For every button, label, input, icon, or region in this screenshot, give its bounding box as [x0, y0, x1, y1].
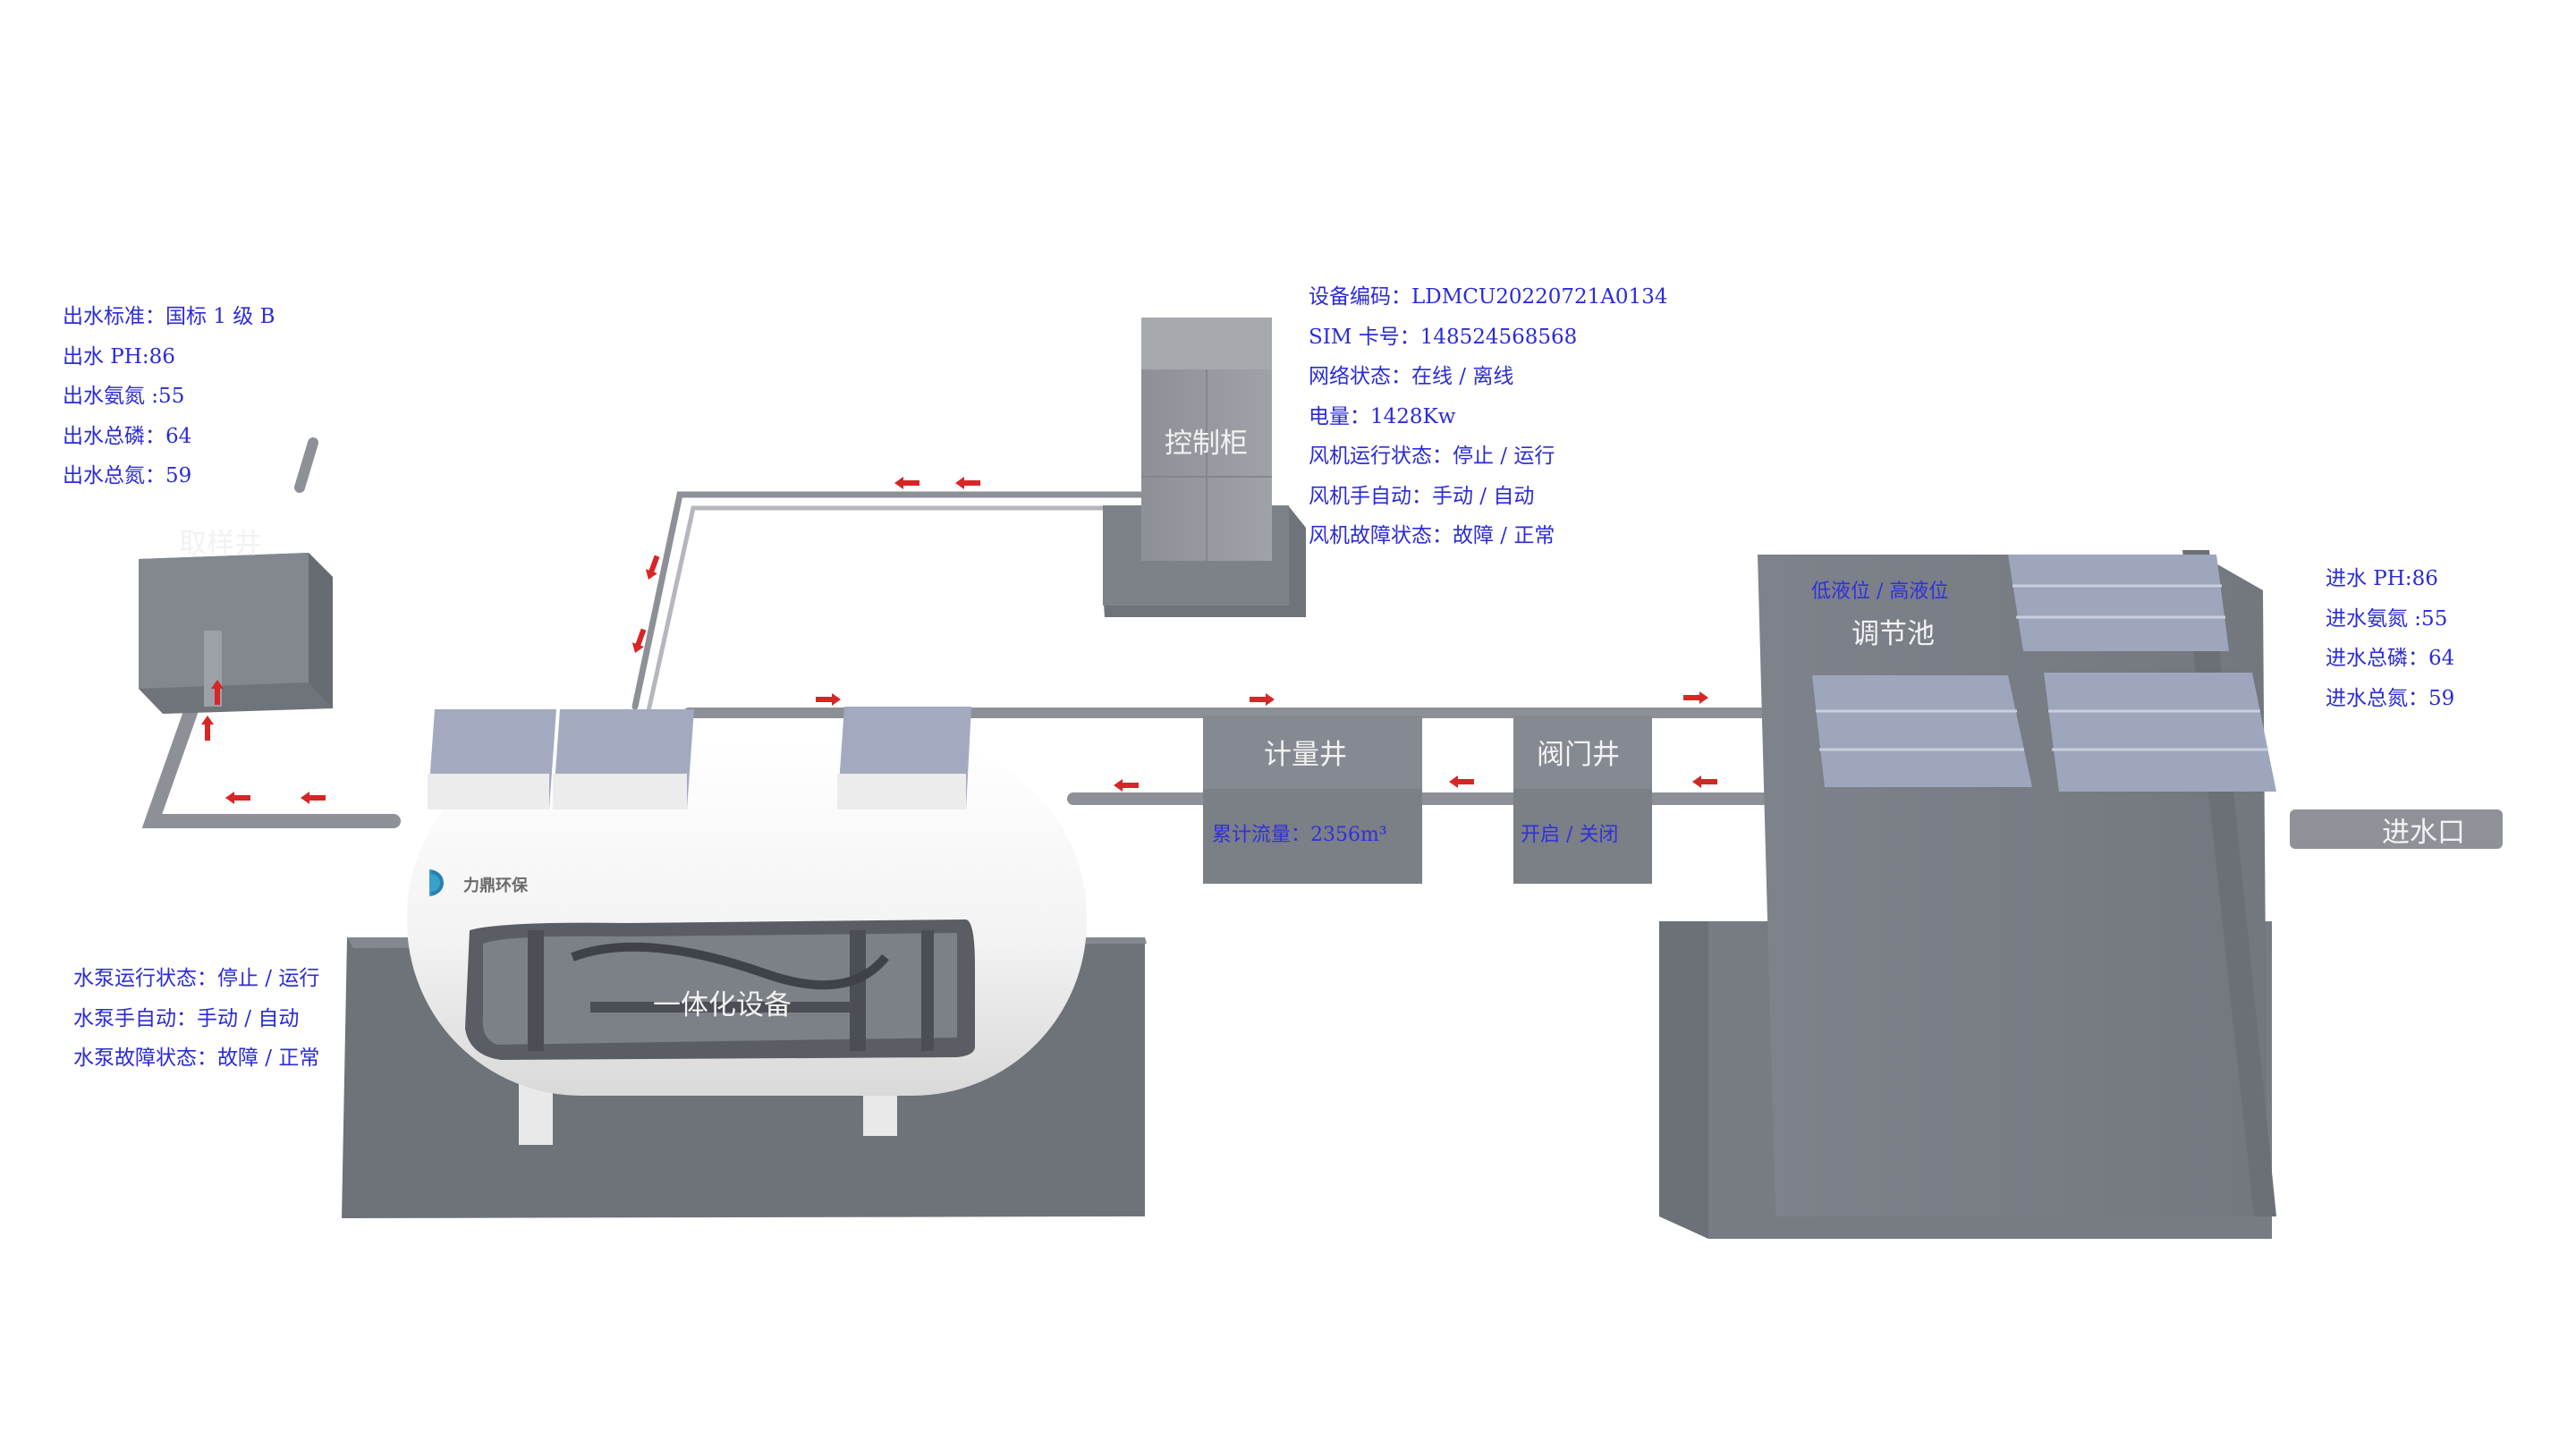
- valve-well[interactable]: [1513, 716, 1652, 884]
- control-pipe-lower: [646, 505, 1157, 714]
- cabinet-info-line: 风机运行状态：停止 / 运行: [1309, 445, 1555, 468]
- sampling-well-label: 取样井: [179, 528, 262, 560]
- control-cabinet[interactable]: [1103, 318, 1306, 617]
- flow-arrow: [816, 693, 841, 706]
- vent-pipe: [294, 437, 318, 493]
- valve-state-value: 开启 / 关闭: [1521, 824, 1619, 846]
- integrated-equipment[interactable]: [342, 707, 1147, 1218]
- cabinet-info-line: 风机手自动：手动 / 自动: [1309, 484, 1535, 508]
- flow-arrow: [1250, 693, 1275, 706]
- outlet-info-line: 出水总磷：64: [63, 424, 192, 448]
- water-inlet-label: 进水口: [2382, 817, 2465, 849]
- outlet-info-line: 出水标准：国标 1 级 B: [63, 305, 275, 328]
- inlet-info-line: 进水 PH:86: [2326, 567, 2438, 590]
- pump-status-panel: 水泵运行状态：停止 / 运行 水泵手自动：手动 / 自动 水泵故障状态：故障 /…: [73, 959, 319, 1079]
- flow-arrow: [631, 628, 647, 653]
- flow-arrow: [211, 680, 224, 705]
- cabinet-status-panel: 设备编码：LDMCU20220721A0134 SIM 卡号：148524568…: [1309, 277, 1667, 556]
- inlet-info-line: 进水总磷：64: [2326, 647, 2455, 670]
- inlet-info-line: 进水氨氮 :55: [2326, 606, 2448, 631]
- pump-info-line: 水泵运行状态：停止 / 运行: [73, 967, 320, 990]
- flow-arrow: [1114, 779, 1139, 792]
- pump-info-line: 水泵手自动：手动 / 自动: [73, 1006, 300, 1030]
- flow-arrow: [225, 792, 250, 804]
- sampling-well[interactable]: [139, 553, 333, 714]
- inlet-info-line: 进水总氮：59: [2326, 686, 2455, 710]
- inlet-pipe: [2290, 809, 2503, 849]
- flow-arrow: [1692, 775, 1717, 788]
- regulating-tank[interactable]: [1659, 550, 2276, 1239]
- outlet-info-line: 出水氨氮 :55: [63, 385, 185, 408]
- flow-arrows: [201, 477, 1717, 804]
- flow-arrow: [645, 555, 660, 580]
- flow-arrow: [201, 716, 214, 741]
- cabinet-info-line: 风机故障状态：故障 / 正常: [1309, 524, 1555, 547]
- flow-arrow: [301, 792, 326, 804]
- control-pipe-upper: [631, 491, 1157, 710]
- outlet-info-line: 出水总氮：59: [63, 464, 192, 487]
- cabinet-info-line: 电量：1428Kw: [1309, 404, 1456, 428]
- metering-well-label: 计量井: [1264, 739, 1347, 771]
- brand-name: 力鼎环保: [463, 877, 528, 895]
- flow-arrow: [894, 477, 919, 489]
- integrated-equipment-label: 一体化设备: [653, 989, 792, 1021]
- inlet-quality-panel: 进水 PH:86 进水氨氮 :55 进水总磷：64 进水总氮：59: [2326, 559, 2454, 718]
- metering-well[interactable]: [1203, 716, 1422, 884]
- flow-arrow: [955, 477, 980, 489]
- flow-arrow: [1683, 691, 1708, 704]
- pump-info-line: 水泵故障状态：故障 / 正常: [73, 1046, 320, 1070]
- outlet-info-line: 出水 PH:86: [63, 344, 175, 369]
- tank-level-value: 低液位 / 高液位: [1811, 580, 1949, 603]
- cabinet-info-line: 设备编码：LDMCU20220721A0134: [1309, 285, 1668, 309]
- valve-well-label: 阀门井: [1537, 739, 1620, 771]
- cabinet-info-line: SIM 卡号：148524568568: [1309, 325, 1578, 349]
- cabinet-info-line: 网络状态：在线 / 离线: [1309, 365, 1514, 388]
- outlet-quality-panel: 出水标准：国标 1 级 B 出水 PH:86 出水氨氮 :55 出水总磷：64 …: [63, 297, 275, 496]
- regulating-tank-label: 调节池: [1852, 618, 1935, 650]
- control-cabinet-label: 控制柜: [1165, 428, 1248, 460]
- flow-arrow: [1449, 775, 1474, 788]
- cumulative-flow-value: 累计流量：2356m³: [1212, 824, 1387, 846]
